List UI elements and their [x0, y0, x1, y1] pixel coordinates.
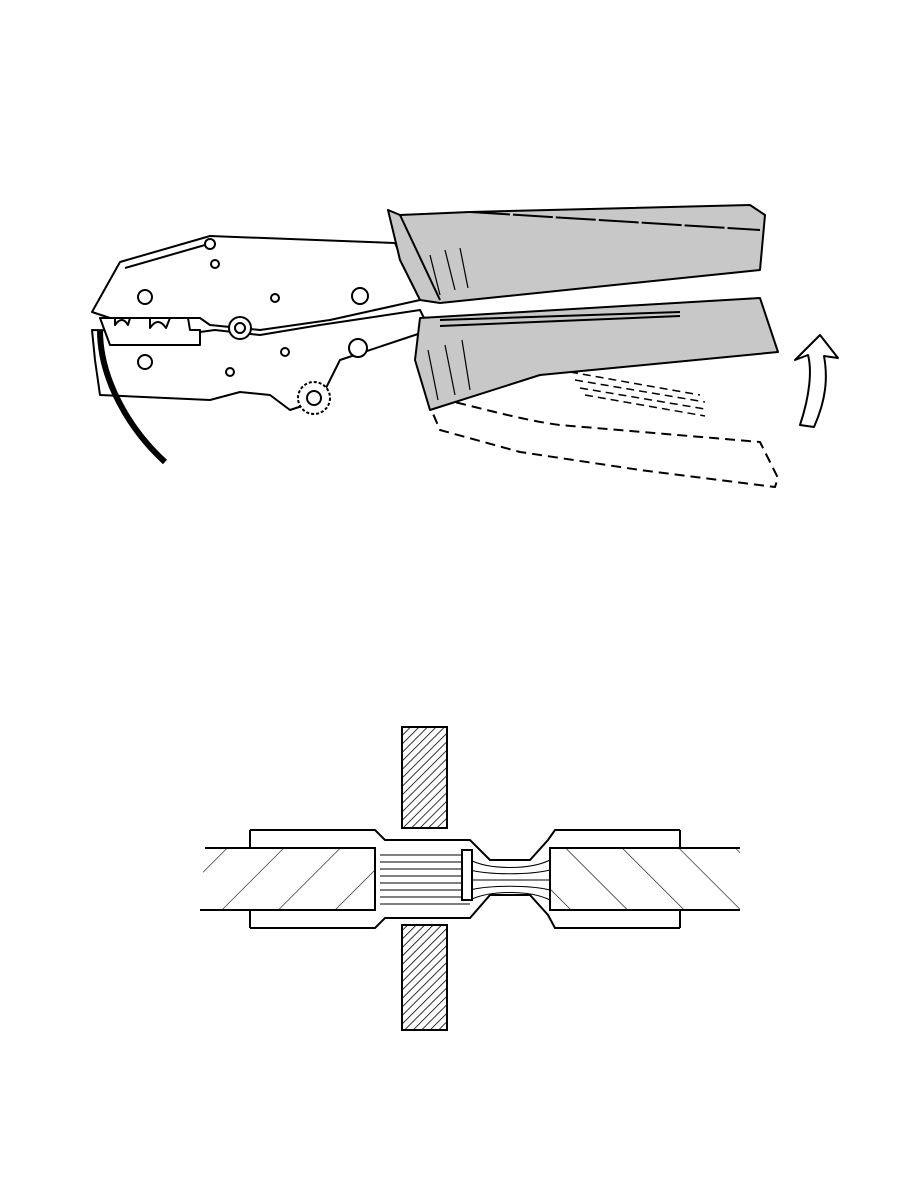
- conductor-strands: [380, 854, 551, 905]
- crimp-connector-cross-section: [200, 726, 740, 1031]
- pivot-screw: [137, 354, 153, 370]
- pivot-ring: [204, 238, 216, 250]
- crimp-die-upper: [401, 726, 448, 829]
- crimping-tool: [91, 204, 839, 488]
- handle-direction-arrow-icon: [794, 334, 839, 428]
- wire-insulation-right: [549, 847, 740, 911]
- crimp-die: [99, 317, 201, 346]
- connector-sleeve: [250, 829, 680, 929]
- upper-handle-grip: [387, 204, 766, 304]
- pivot-screw: [137, 289, 153, 305]
- crimp-die-lower: [401, 924, 448, 1031]
- pivot-ring: [351, 287, 369, 305]
- lower-handle-open-position-outline: [424, 394, 779, 488]
- motion-hatch-lines: [569, 371, 706, 417]
- upper-jaw-body: [91, 235, 421, 331]
- wire-insulation-left: [200, 847, 376, 911]
- lower-handle-grip: [414, 297, 779, 411]
- insulation-stop: [461, 849, 473, 901]
- wire: [97, 329, 168, 465]
- pivot-ring: [348, 338, 368, 358]
